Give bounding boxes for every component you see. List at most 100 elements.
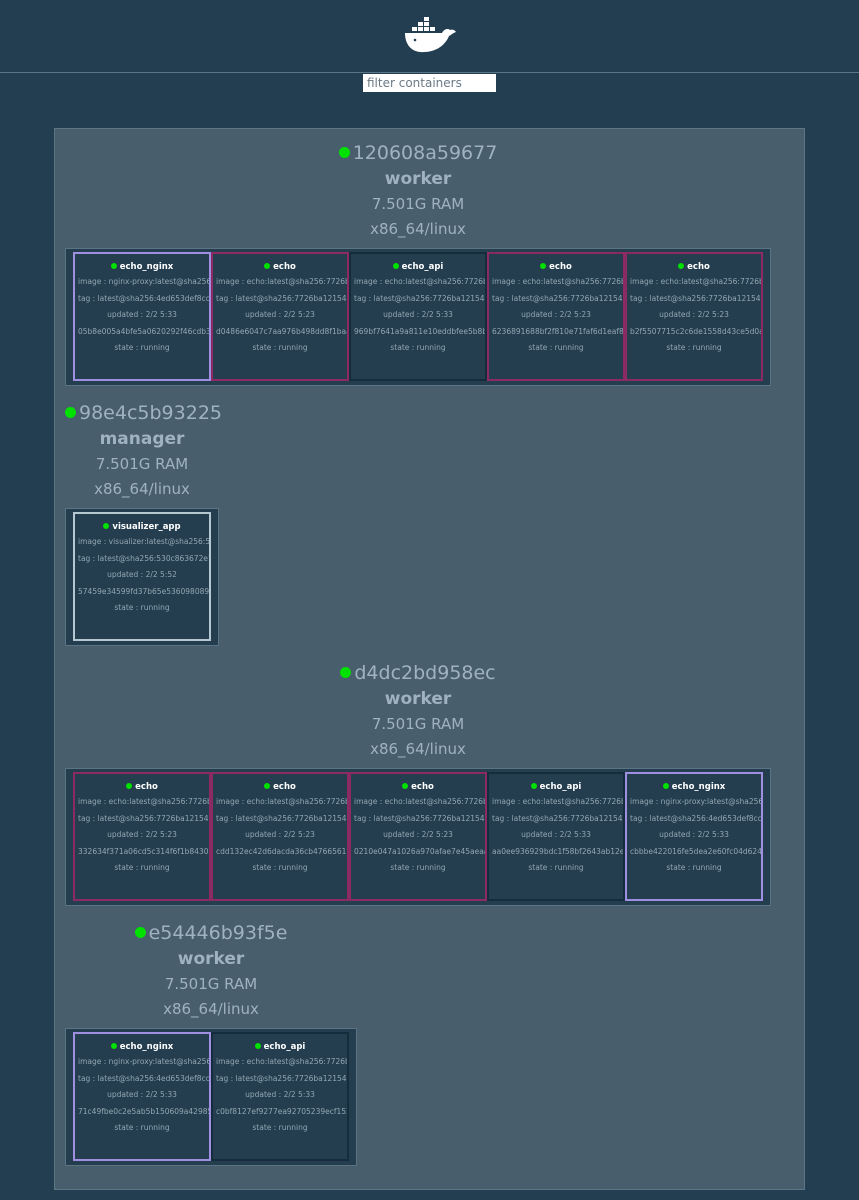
node-ram: 7.501G RAM [164, 975, 258, 993]
container-image: image : echo:latest@sha256:7726ba12154 [354, 797, 487, 806]
container-hash: d0486e6047c7aa976b498dd8f1baa037c5 [216, 326, 349, 336]
container-updated: updated : 2/2 5:52 [107, 570, 177, 579]
node-role: manager [99, 429, 185, 449]
container-list: echo image : echo:latest@sha256:7726ba12… [65, 768, 771, 906]
container-updated: updated : 2/2 5:33 [245, 1090, 315, 1099]
container-tag: tag : latest@sha256:4ed653def8ccccd4b6 [630, 813, 762, 823]
node-id: e54446b93f5e [65, 921, 357, 945]
container-updated: updated : 2/2 5:23 [383, 830, 453, 839]
status-dot-icon [340, 667, 352, 678]
node-arch: x86_64/linux [163, 1000, 259, 1018]
container-card[interactable]: echo image : echo:latest@sha256:7726ba12… [349, 772, 487, 901]
filter-containers-input[interactable] [363, 74, 496, 92]
container-name: echo_api [401, 262, 444, 272]
node-id: 98e4c5b93225 [65, 401, 222, 425]
container-updated: updated : 2/2 5:23 [659, 310, 729, 319]
container-image: image : nginx-proxy:latest@sha256:4ed653… [78, 277, 211, 286]
container-name: visualizer_app [112, 522, 181, 532]
status-dot-icon [338, 147, 350, 158]
container-name: echo [273, 262, 296, 272]
container-card[interactable]: echo_nginx image : nginx-proxy:latest@sh… [73, 1032, 211, 1161]
container-image: image : echo:latest@sha256:7726ba12154 [354, 277, 487, 286]
container-image: image : nginx-proxy:latest@sha256:4ed65 [78, 1057, 211, 1066]
container-state: state : running [114, 863, 170, 872]
node-manager: 98e4c5b93225 manager 7.501G RAM x86_64/l… [65, 401, 222, 646]
status-dot-icon [254, 1043, 261, 1049]
container-card[interactable]: echo_nginx image : nginx-proxy:latest@sh… [625, 772, 763, 901]
container-state: state : running [666, 863, 722, 872]
container-hash: 05b8e005a4bfe5a0620292f46cdb3b453d [78, 326, 211, 336]
container-list: echo_nginx image : nginx-proxy:latest@sh… [65, 248, 771, 386]
container-image: image : visualizer:latest@sha256:530c863 [78, 537, 211, 546]
status-dot-icon [540, 263, 547, 269]
status-dot-icon [110, 1043, 117, 1049]
container-image: image : echo:latest@sha256:7726ba12154 [216, 797, 349, 806]
container-tag: tag : latest@sha256:530c863672e7830d7 [78, 553, 209, 563]
container-hash: 57459e34599fd37b65e53609808916aa57 [78, 586, 210, 596]
status-dot-icon [264, 263, 271, 269]
container-tag: tag : latest@sha256:4ed653def8ccccd4b6 [78, 1073, 210, 1083]
header [0, 0, 859, 92]
status-dot-icon [662, 783, 669, 789]
status-dot-icon [134, 927, 146, 938]
status-dot-icon [103, 523, 110, 529]
container-state: state : running [252, 1123, 308, 1132]
container-hash: cbbbe422016fe5dea2e60fc04d624ab3ef8 [630, 846, 762, 856]
cluster-panel: 120608a59677 worker 7.501G RAM x86_64/li… [54, 128, 805, 1190]
container-name: echo [549, 262, 572, 272]
container-state: state : running [114, 603, 170, 612]
container-name: echo_api [539, 782, 582, 792]
container-list: echo_nginx image : nginx-proxy:latest@sh… [65, 1028, 357, 1166]
node-role: worker [384, 689, 452, 709]
container-tag: tag : latest@sha256:7726ba121542be9fb2 [78, 813, 209, 823]
container-hash: 6236891688bf2f810e71faf6d1eaf8c326a4 [492, 326, 624, 336]
container-state: state : running [666, 343, 722, 352]
node-ram: 7.501G RAM [371, 195, 465, 213]
container-hash: 969bf7641a9a811e10eddbfee5b8b8776a [354, 326, 487, 336]
container-name: echo [135, 782, 158, 792]
status-dot-icon [392, 263, 399, 269]
container-name: echo [687, 262, 710, 272]
container-card[interactable]: echo_api image : echo:latest@sha256:7726… [349, 252, 487, 381]
container-card[interactable]: echo image : echo:latest@sha256:7726ba12… [487, 252, 625, 381]
container-tag: tag : latest@sha256:7726ba121542be9fb2 [354, 813, 485, 823]
container-state: state : running [390, 343, 446, 352]
container-image: image : nginx-proxy:latest@sha256:4ed65 [630, 797, 763, 806]
container-name: echo [411, 782, 434, 792]
container-card[interactable]: visualizer_app image : visualizer:latest… [73, 512, 211, 641]
container-state: state : running [528, 343, 584, 352]
container-updated: updated : 2/2 5:23 [245, 310, 315, 319]
status-dot-icon [530, 783, 537, 789]
container-card[interactable]: echo image : echo:latest@sha256:7726ba12… [211, 252, 349, 381]
container-card[interactable]: echo image : echo:latest@sha256:7726ba12… [211, 772, 349, 901]
container-card[interactable]: echo_api image : echo:latest@sha256:7726… [211, 1032, 349, 1161]
container-hash: 71c49fbe0c2e5ab5b150609a42985a71c34 [78, 1106, 209, 1116]
status-dot-icon [126, 783, 133, 789]
container-card[interactable]: echo_api image : echo:latest@sha256:7726… [487, 772, 625, 901]
node-ram: 7.501G RAM [371, 715, 465, 733]
container-tag: tag : latest@sha256:7726ba121542be9fb2 [216, 813, 347, 823]
container-name: echo_nginx [119, 1042, 174, 1052]
container-hash: b2f5507715c2c6de1558d43ce5d0a17dc35 [630, 326, 761, 336]
container-hash: c0bf8127ef9277ea92705239ecf152bab8e [216, 1106, 347, 1116]
node-worker: d4dc2bd958ec worker 7.501G RAM x86_64/li… [65, 661, 771, 906]
container-tag: tag : latest@sha256:4ed653def8ccccd4b6 [78, 293, 210, 303]
status-dot-icon [264, 783, 271, 789]
container-state: state : running [528, 863, 584, 872]
container-updated: updated : 2/2 5:23 [245, 830, 315, 839]
container-image: image : echo:latest@sha256:7726ba12154 [492, 797, 625, 806]
container-name: echo_nginx [671, 782, 726, 792]
container-card[interactable]: echo image : echo:latest@sha256:7726ba12… [625, 252, 763, 381]
container-state: state : running [114, 1123, 170, 1132]
container-card[interactable]: echo_nginx image : nginx-proxy:latest@sh… [73, 252, 211, 381]
status-dot-icon [65, 407, 76, 418]
container-card[interactable]: echo image : echo:latest@sha256:7726ba12… [73, 772, 211, 901]
container-tag: tag : latest@sha256:7726ba121542be9fb2 [216, 1073, 347, 1083]
container-updated: updated : 2/2 5:33 [659, 830, 729, 839]
container-hash: aa0ee936929bdc1f58bf2643ab12e9a4961 [492, 846, 625, 856]
container-image: image : echo:latest@sha256:7726ba12154 [78, 797, 211, 806]
node-id: d4dc2bd958ec [65, 661, 771, 685]
container-tag: tag : latest@sha256:7726ba121542be9fb2 [492, 293, 623, 303]
container-state: state : running [390, 863, 446, 872]
container-name: echo_nginx [119, 262, 174, 272]
